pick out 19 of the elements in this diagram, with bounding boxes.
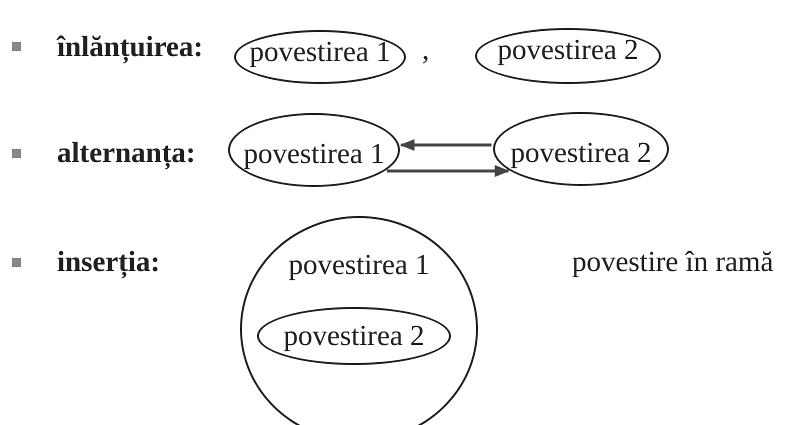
story-ellipse <box>228 113 400 187</box>
arrow <box>386 165 510 177</box>
category-term: înlănțuirea: <box>57 30 204 64</box>
story-ellipse <box>475 28 661 84</box>
story-ellipse <box>493 112 669 186</box>
story-label: povestirea 2 <box>282 319 426 353</box>
story-label: povestirea 2 <box>496 33 640 67</box>
story-ellipse <box>234 30 406 84</box>
story-label: povestirea 1 <box>248 35 392 69</box>
annotation: povestire în ramă <box>572 245 774 279</box>
arrow <box>400 139 492 151</box>
category-term: alternanța: <box>57 136 196 170</box>
story-label: povestirea 2 <box>510 136 652 170</box>
category-term: inserția: <box>57 245 160 279</box>
story-label: povestirea 1 <box>242 137 386 171</box>
story-ellipse <box>240 216 478 425</box>
story-ellipse <box>257 307 451 365</box>
separator-comma: , <box>422 33 430 67</box>
story-label: povestirea 1 <box>288 248 430 282</box>
